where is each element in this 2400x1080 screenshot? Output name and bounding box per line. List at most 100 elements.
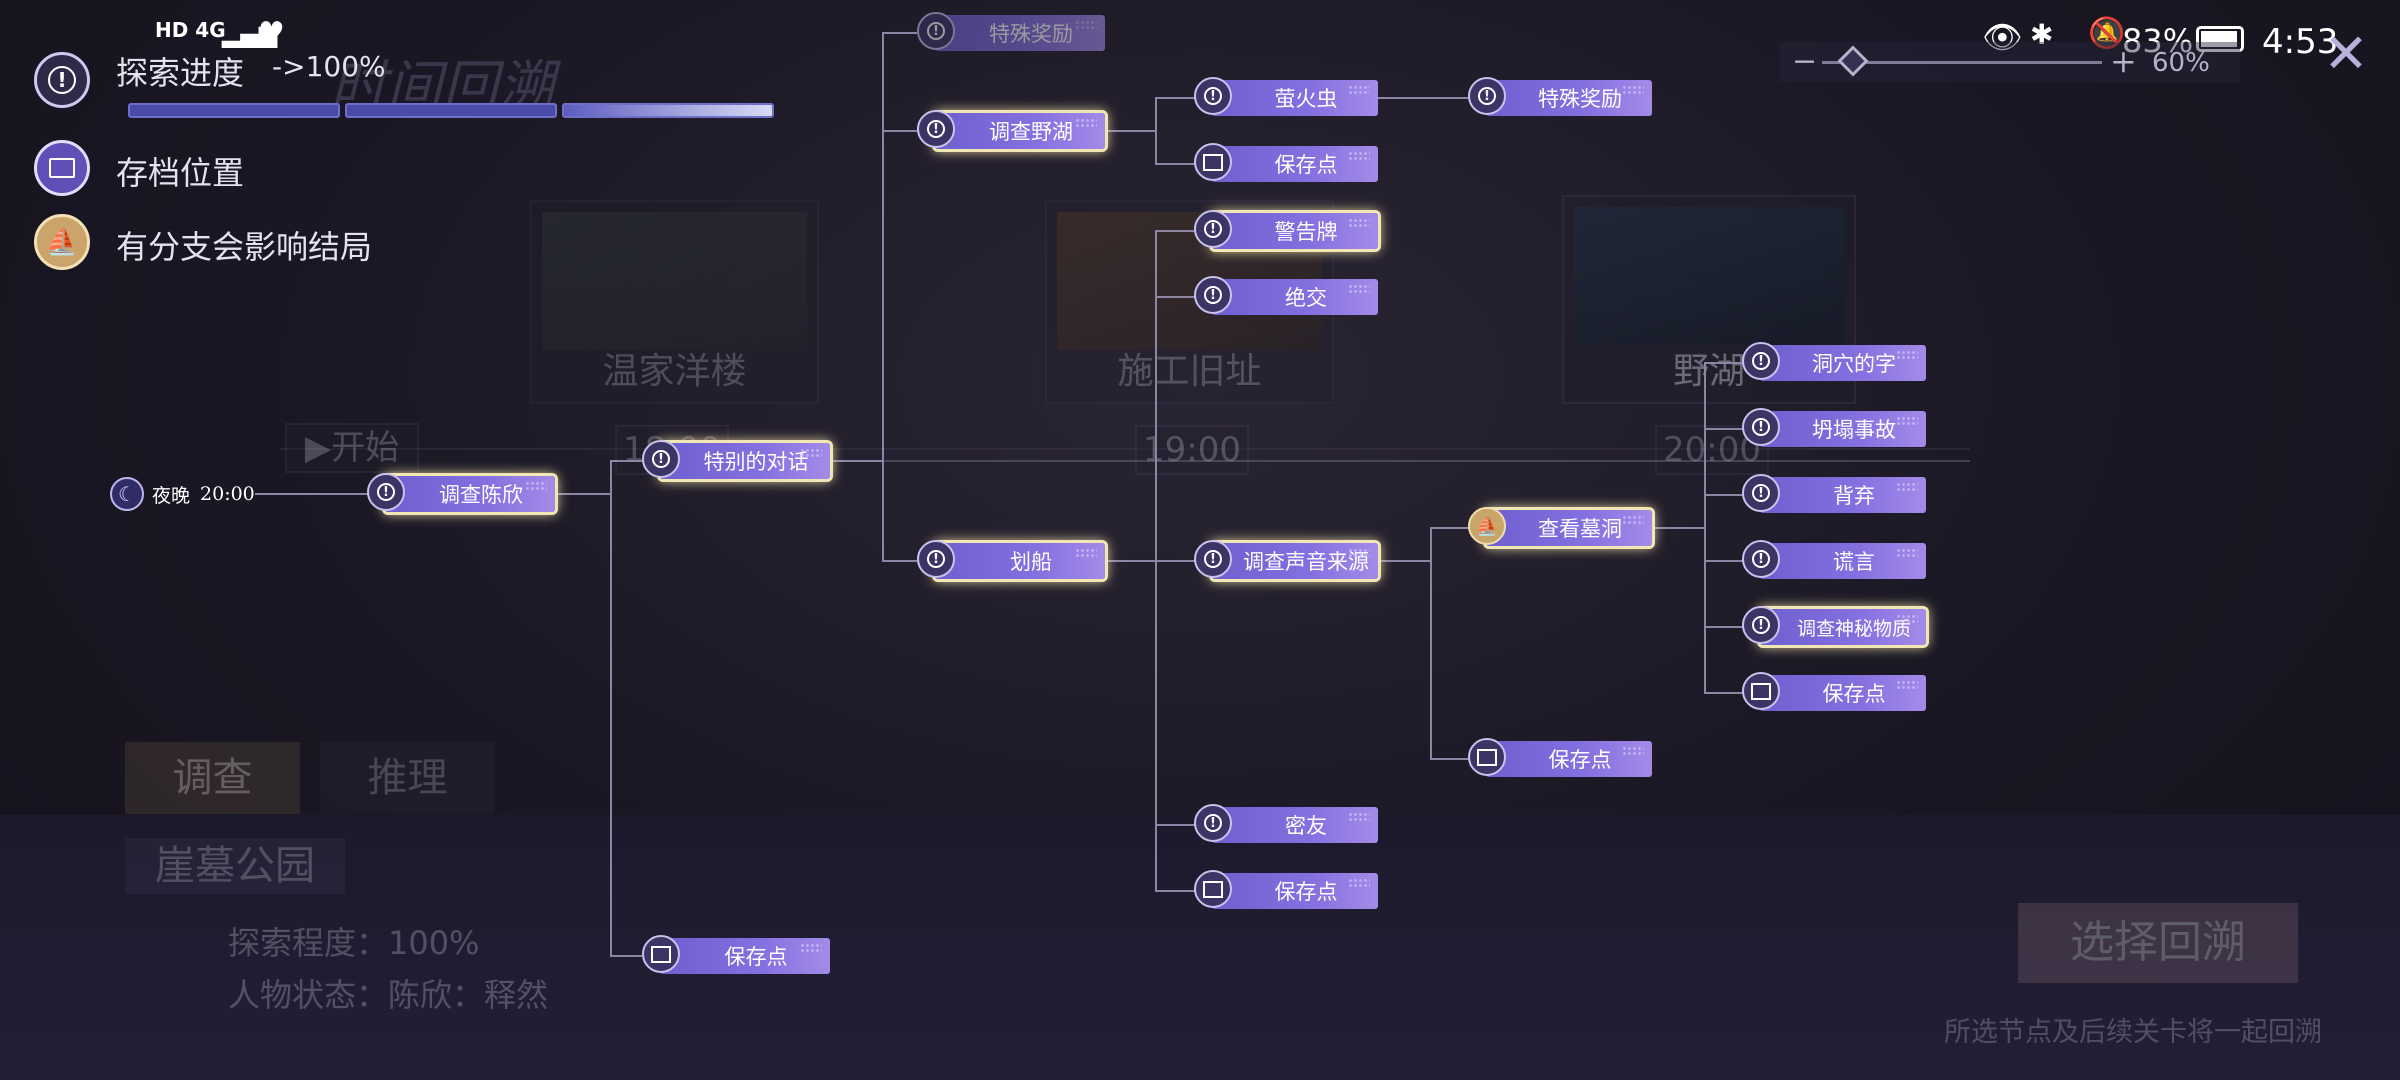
close-icon[interactable]: ✕ xyxy=(2323,22,2369,85)
connector xyxy=(830,460,882,462)
exclamation-icon: ! xyxy=(1468,77,1506,115)
exclamation-icon: ! xyxy=(1194,804,1232,842)
node-save-4[interactable]: 保存点 xyxy=(1468,738,1652,777)
connector xyxy=(555,493,610,495)
connector xyxy=(882,32,884,562)
tab-reasoning: 推理 xyxy=(320,742,495,814)
node-cave-writing[interactable]: ! 洞穴的字 xyxy=(1742,342,1926,381)
node-save-5[interactable]: 保存点 xyxy=(1742,672,1926,711)
node-save-2[interactable]: 保存点 xyxy=(1194,143,1378,182)
connector xyxy=(1105,560,1155,562)
location-label: 崖墓公园 xyxy=(125,838,345,894)
node-investigate-lake[interactable]: ! 调查野湖 xyxy=(917,110,1105,149)
root-label: 夜晚 xyxy=(152,484,191,507)
node-break-up[interactable]: ! 绝交 xyxy=(1194,276,1378,315)
scene-card-1: 温家洋楼 xyxy=(530,200,819,404)
node-best-friend[interactable]: ! 密友 xyxy=(1194,804,1378,843)
node-special-dialog[interactable]: ! 特别的对话 xyxy=(642,440,830,479)
node-investigate-sound[interactable]: ! 调查声音来源 xyxy=(1194,540,1378,579)
connector xyxy=(1155,824,1195,826)
connector xyxy=(1155,97,1157,163)
root-node[interactable]: ☾ 夜晚 20:00 xyxy=(110,476,255,512)
save-folder-icon xyxy=(642,935,680,973)
exclamation-icon: ! xyxy=(1742,408,1780,446)
connector xyxy=(610,460,642,462)
connector xyxy=(1704,362,1744,364)
connector xyxy=(1704,560,1744,562)
mute-bell-icon: 🔕 xyxy=(2088,16,2126,51)
exclamation-icon: ! xyxy=(1742,540,1780,578)
progress-bar-1 xyxy=(128,103,340,118)
connector xyxy=(1155,560,1195,562)
scene-label: 野湖 xyxy=(1672,351,1745,392)
connector xyxy=(1155,163,1195,165)
node-firefly[interactable]: ! 萤火虫 xyxy=(1194,77,1378,116)
eye-icon: 👁 xyxy=(1982,18,2023,56)
connector xyxy=(610,460,612,955)
connector xyxy=(882,32,917,34)
zoom-slider[interactable]: − + 60% xyxy=(1780,42,2240,82)
connector xyxy=(1378,97,1468,99)
exclamation-icon: ! xyxy=(1742,474,1780,512)
node-save-3[interactable]: 保存点 xyxy=(1194,870,1378,909)
zoom-track[interactable] xyxy=(1822,61,2102,64)
progress-label: 探索进度 xyxy=(116,54,245,92)
exclamation-icon: ! xyxy=(917,110,955,148)
scene-label: 施工旧址 xyxy=(1117,351,1262,392)
tab-investigate: 调查 xyxy=(125,742,300,814)
connector xyxy=(1155,230,1195,232)
signal-icon: ▂▄▆ xyxy=(222,20,278,48)
exclamation-icon: ! xyxy=(1742,342,1780,380)
connector xyxy=(610,955,642,957)
scene-card-3: 野湖 xyxy=(1562,195,1856,404)
zoom-minus-button[interactable]: − xyxy=(1792,44,1818,79)
root-time: 20:00 xyxy=(200,483,255,505)
save-folder-icon xyxy=(1194,870,1232,908)
node-special-reward-1[interactable]: ! 特殊奖励 xyxy=(917,12,1105,51)
exclamation-icon: ! xyxy=(1742,606,1780,644)
node-save-1[interactable]: 保存点 xyxy=(642,935,830,974)
connector xyxy=(1704,362,1706,692)
timeline xyxy=(280,448,1970,450)
branch-sail-icon: ⛵ xyxy=(34,214,90,270)
connector xyxy=(1704,626,1744,628)
connector xyxy=(1105,130,1155,132)
node-special-reward-2[interactable]: ! 特殊奖励 xyxy=(1468,77,1652,116)
progress-bar-3 xyxy=(562,103,774,118)
zoom-plus-button[interactable]: + xyxy=(2110,42,2137,80)
connector xyxy=(1704,494,1744,496)
confirm-button: 选择回溯 xyxy=(2018,903,2298,983)
connector xyxy=(882,130,917,132)
battery-icon xyxy=(2196,26,2244,52)
background-bottom-panel xyxy=(0,815,2400,1080)
exclamation-icon: ! xyxy=(917,12,955,50)
confirm-hint: 所选节点及后续关卡将一起回溯 xyxy=(1944,1017,2322,1048)
node-boating[interactable]: ! 划船 xyxy=(917,540,1105,579)
progress-bar-2 xyxy=(345,103,557,118)
node-collapse-accident[interactable]: ! 坍塌事故 xyxy=(1742,408,1926,447)
connector xyxy=(882,560,917,562)
scene-label: 温家洋楼 xyxy=(602,351,747,392)
exclamation-icon: ! xyxy=(917,540,955,578)
progress-value: ->100% xyxy=(272,50,386,83)
bluetooth-icon: ✱ xyxy=(2030,18,2054,51)
network-indicator: HD 4G xyxy=(155,18,226,42)
node-betrayal[interactable]: ! 背弃 xyxy=(1742,474,1926,513)
node-check-tomb-cave[interactable]: ⛵ 查看墓洞 xyxy=(1468,507,1652,546)
connector xyxy=(255,493,385,495)
node-warning-sign[interactable]: ! 警告牌 xyxy=(1194,210,1378,249)
character-state: 人物状态：陈欣：释然 xyxy=(228,976,549,1014)
connector xyxy=(1652,527,1704,529)
zoom-value: 60% xyxy=(2152,48,2210,78)
connector xyxy=(1430,527,1470,529)
time-chip-2: 19:00 xyxy=(1135,425,1249,475)
node-investigate-chenxin[interactable]: ! 调查陈欣 xyxy=(367,473,555,512)
connector xyxy=(1430,758,1470,760)
connector xyxy=(1155,890,1195,892)
node-investigate-mystery-substance[interactable]: ! 调查神秘物质 xyxy=(1742,606,1926,645)
moon-icon: ☾ xyxy=(110,477,144,511)
connector xyxy=(1430,527,1432,759)
zoom-handle[interactable] xyxy=(1837,45,1869,77)
save-folder-icon xyxy=(1194,143,1232,181)
node-lie[interactable]: ! 谎言 xyxy=(1742,540,1926,579)
